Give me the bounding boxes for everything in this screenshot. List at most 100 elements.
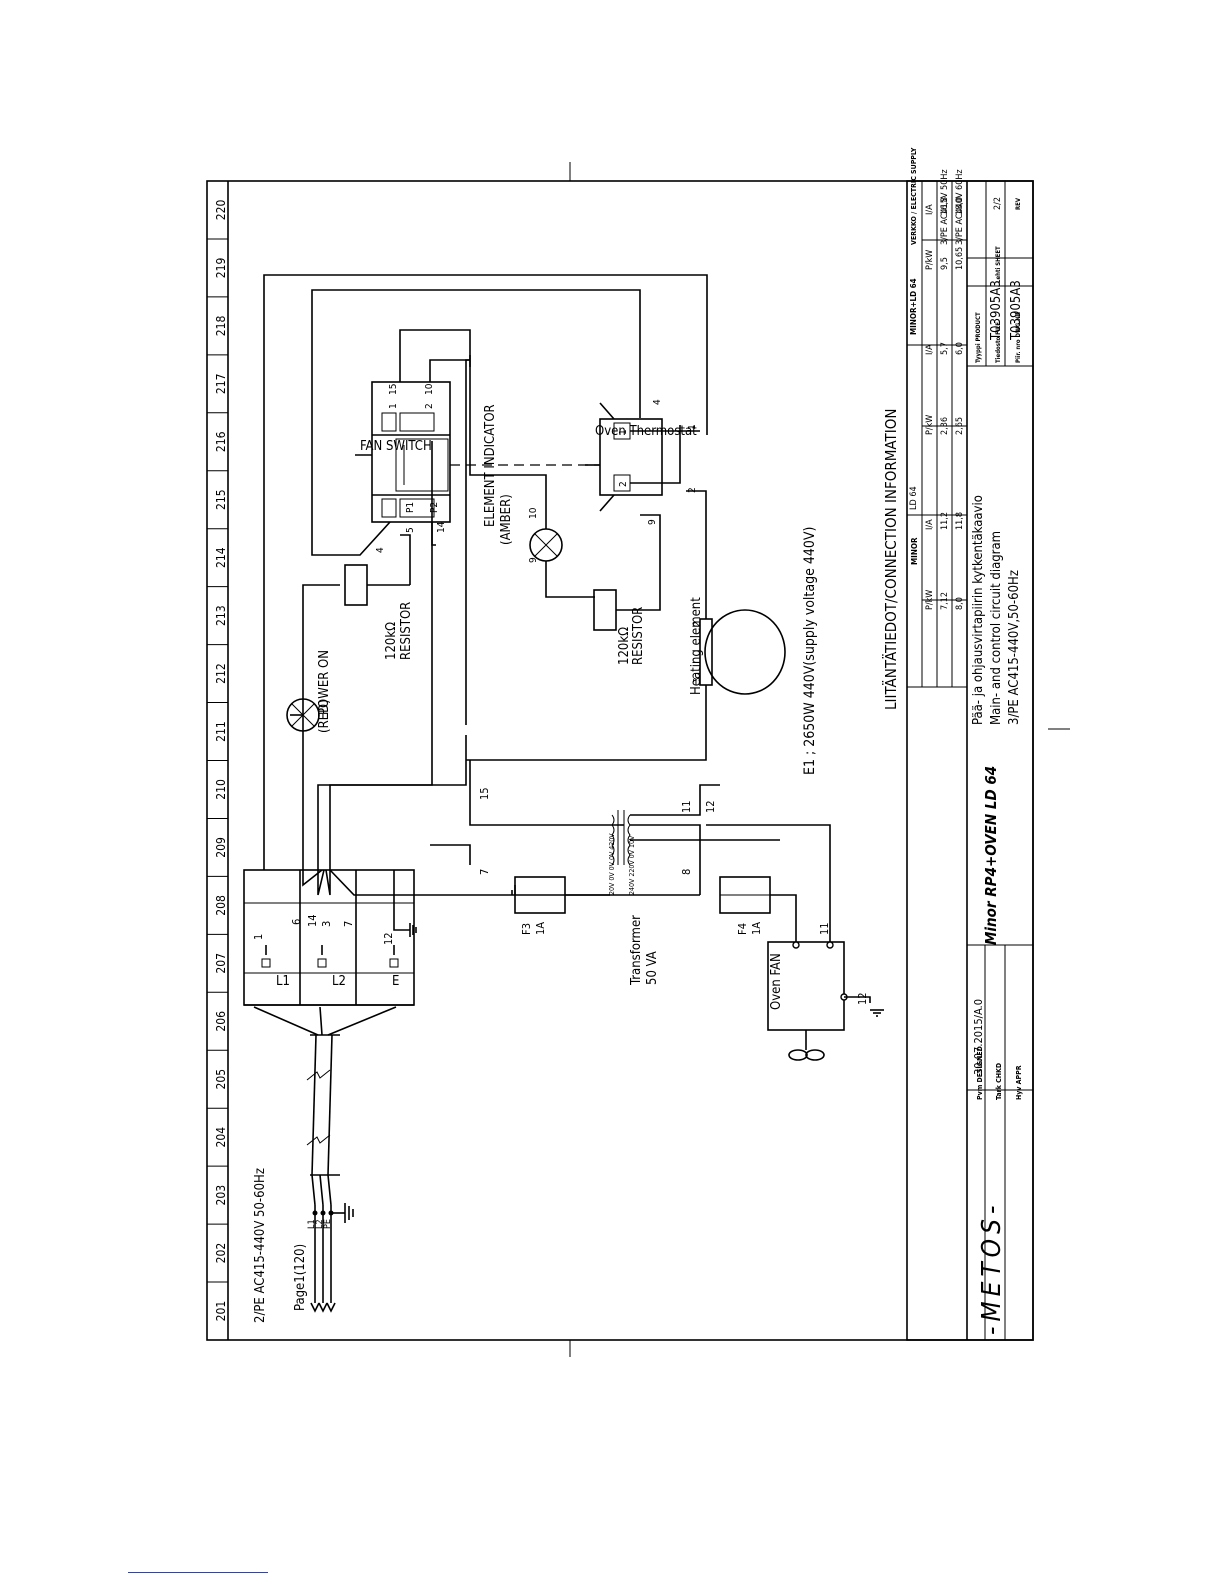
terminal-l1: L1 bbox=[276, 974, 290, 989]
fan-switch-t1: 1 bbox=[388, 403, 399, 409]
fan-switch-p1: P1 bbox=[405, 502, 416, 513]
transformer bbox=[430, 760, 780, 914]
value-cell: 10,65 bbox=[955, 247, 965, 270]
resistor-2-lead bbox=[616, 514, 661, 611]
power-on-label: POWER ON bbox=[317, 650, 332, 715]
resistor-1-label: RESISTOR bbox=[399, 602, 414, 660]
value-cell: 16,8 bbox=[940, 197, 950, 215]
transformer-primary-taps: 20V 0V 0V 0V 420V bbox=[608, 833, 616, 895]
column-number: 219 bbox=[214, 257, 228, 278]
desc-supply: 3/PE AC415-440V,50-60Hz bbox=[1007, 570, 1022, 725]
element-indicator-lamp bbox=[469, 355, 595, 598]
resistor-1 bbox=[344, 564, 368, 606]
value-cell: 11,8 bbox=[955, 512, 965, 530]
oven-fan-circuit bbox=[706, 824, 884, 1061]
wire-11a: 11 bbox=[680, 800, 693, 813]
unit-headers: P/kW I/A P/kW I/A P/kW I/A bbox=[925, 204, 935, 610]
column-number: 207 bbox=[214, 953, 228, 974]
fuse-f4-rating: 1A bbox=[750, 922, 763, 935]
column-number: 216 bbox=[214, 431, 228, 452]
column-number: 202 bbox=[214, 1243, 228, 1264]
column-number: 215 bbox=[214, 489, 228, 510]
fan-switch-t5: 5 bbox=[405, 527, 416, 533]
resistor-1-value: 120kΩ bbox=[384, 622, 399, 660]
transformer-label: Transformer bbox=[629, 915, 644, 986]
supply-cell: 3/PE AC415V 50Hz bbox=[940, 169, 950, 245]
wire-14: 14 bbox=[306, 914, 319, 927]
column-number: 220 bbox=[214, 200, 228, 221]
fuse-f3-name: F3 bbox=[520, 923, 533, 935]
desc-en: Main- and control circuit diagram bbox=[989, 531, 1004, 725]
heating-spec: E1 ; 2650W 440V(supply voltage 440V) bbox=[802, 527, 818, 775]
group-minor: MINOR bbox=[910, 537, 919, 565]
resistor-1-to-p1 bbox=[400, 534, 411, 585]
wire-7b: 7 bbox=[478, 869, 491, 875]
wire-7: 7 bbox=[342, 921, 355, 927]
wire-8: 8 bbox=[680, 869, 693, 875]
column-number: 217 bbox=[214, 374, 228, 395]
metos-logo: -METOS- bbox=[977, 1201, 1007, 1335]
fuse-f4-name: F4 bbox=[736, 923, 749, 935]
terminal-l2: L2 bbox=[332, 974, 346, 989]
unit-header: P/kW bbox=[925, 590, 935, 610]
oven-thermostat-label: Oven Thermostat bbox=[595, 424, 697, 439]
fan-switch bbox=[311, 289, 641, 556]
wire-12c: 12 bbox=[856, 992, 869, 1005]
sheet-value: 2/2 bbox=[993, 197, 1003, 210]
fan-switch-t10: 10 bbox=[424, 383, 435, 395]
unit-header: I/A bbox=[925, 519, 935, 530]
column-number: 208 bbox=[214, 895, 228, 916]
column-number: 204 bbox=[214, 1127, 228, 1148]
footer-link-underline[interactable] bbox=[128, 1572, 268, 1573]
designed-label: Pvm DESIGNED bbox=[976, 1046, 984, 1100]
supply-l1-label: L1 bbox=[307, 1219, 317, 1229]
resistor-2-value: 120kΩ bbox=[617, 627, 632, 665]
wire-11b: 11 bbox=[818, 922, 831, 935]
group-minor-ld64: MINOR+LD 64 bbox=[909, 278, 918, 335]
transformer-rating: 50 VA bbox=[645, 951, 660, 985]
heating-element-label: Heating element bbox=[689, 597, 704, 695]
value-cell: 9,5 bbox=[940, 257, 950, 270]
power-on-color: (RED) bbox=[317, 699, 332, 733]
value-cell: 2,36 bbox=[940, 417, 950, 435]
wire-12: 12 bbox=[382, 932, 395, 945]
unit-header: P/kW bbox=[925, 415, 935, 435]
column-number: 211 bbox=[214, 721, 228, 742]
heating-element bbox=[466, 490, 786, 761]
unit-header: I/A bbox=[925, 344, 935, 355]
column-number: 212 bbox=[214, 663, 228, 684]
wire-3: 3 bbox=[320, 921, 333, 927]
oven-thermostat bbox=[585, 402, 700, 512]
thermostat-t2: 2 bbox=[618, 481, 629, 487]
column-number: 203 bbox=[214, 1185, 228, 1206]
dwg-value: T03905A3 bbox=[1009, 280, 1024, 341]
value-cell: 18,0 bbox=[955, 197, 965, 215]
tyyppi-label: Tyyppi PRODUCT bbox=[975, 312, 982, 363]
resistor-2 bbox=[593, 589, 617, 631]
thermostat-t1: 1 bbox=[618, 429, 629, 435]
supply-col-header: VERKKO / ELECTRIC SUPPLY bbox=[910, 147, 918, 245]
fan-switch-p2: P2 bbox=[429, 502, 440, 513]
unit-header: P/kW bbox=[925, 250, 935, 270]
column-number: 210 bbox=[214, 779, 228, 800]
column-number: 213 bbox=[214, 605, 228, 626]
element-indicator-label: ELEMENT INDICATOR bbox=[483, 404, 498, 527]
supply-cell: 3/PE AC440V 60Hz bbox=[955, 169, 965, 245]
column-number: 218 bbox=[214, 315, 228, 336]
fuse-f3-rating: 1A bbox=[534, 922, 547, 935]
thermostat-t2b: 2 bbox=[687, 487, 698, 493]
dwg-label: Piir. nro DWG NR bbox=[1015, 311, 1022, 363]
fan-switch-t15: 15 bbox=[388, 384, 399, 395]
element-indicator-t9: 9 bbox=[528, 557, 539, 563]
power-on-lamp bbox=[286, 698, 320, 732]
value-cell: 7,12 bbox=[940, 592, 950, 610]
supply-cable bbox=[253, 1006, 397, 1313]
resistor-2-label: RESISTOR bbox=[631, 607, 646, 665]
wire-6: 6 bbox=[290, 919, 303, 925]
sheet-label: Lehti SHEET bbox=[995, 246, 1002, 283]
value-cell: 2,65 bbox=[955, 417, 965, 435]
unit-header: I/A bbox=[925, 204, 935, 215]
group-ld64: LD 64 bbox=[909, 486, 919, 510]
